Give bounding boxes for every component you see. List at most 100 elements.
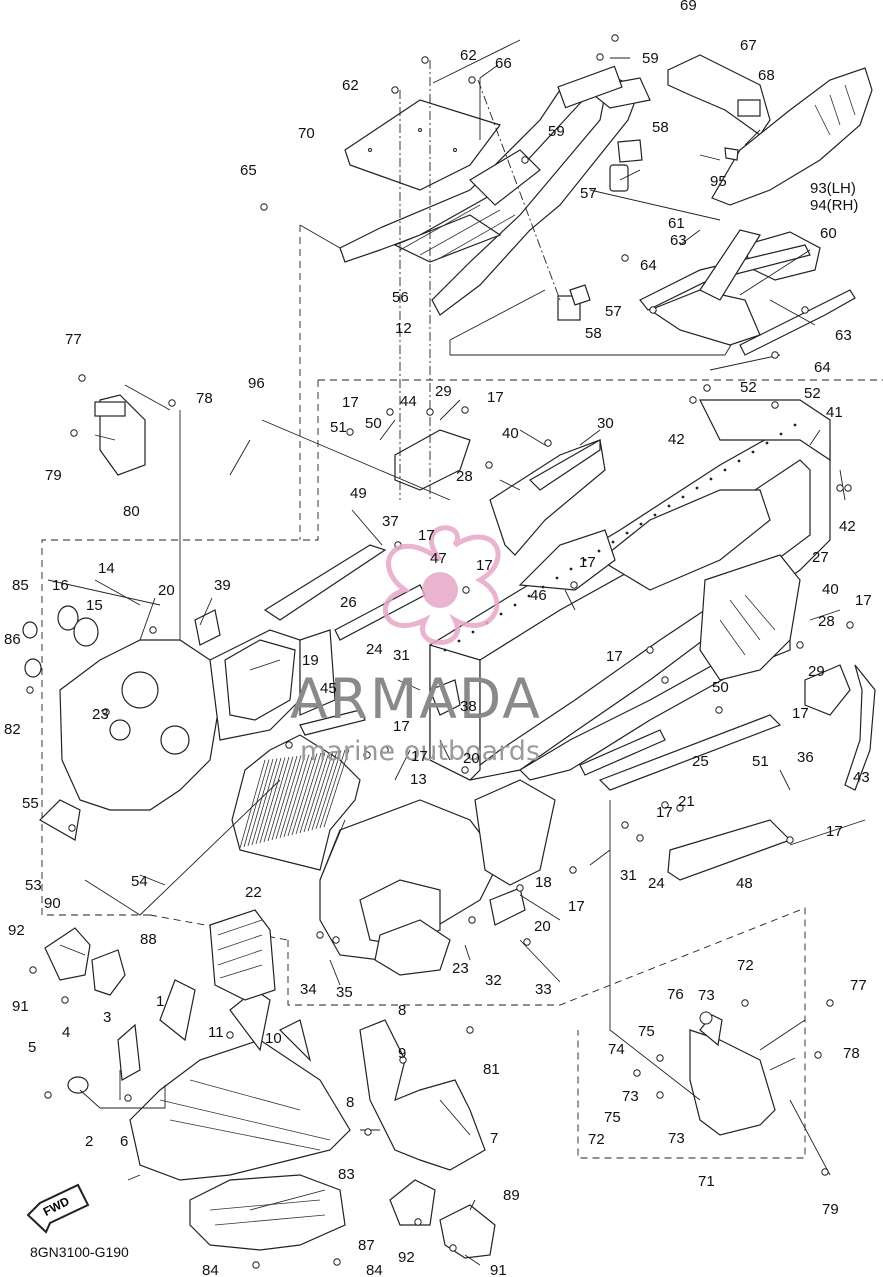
callout-74: 74 [608,1041,625,1058]
fastener-icon [414,1218,422,1226]
rivet [709,477,713,481]
callout-63: 63 [670,232,687,249]
leader-lines [47,57,866,1266]
fastener-icon [621,821,629,829]
fastener-icon [149,626,157,634]
fastener-icon [466,1026,474,1034]
callout-49: 49 [350,485,367,502]
callout-24: 24 [366,641,383,658]
callout-63: 63 [835,327,852,344]
fin-line [247,758,274,847]
fastener-icon [569,866,577,874]
fastener-icon [468,76,476,84]
callout-51: 51 [752,753,769,770]
callout-48: 48 [736,875,753,892]
fin-line [299,752,326,834]
callout-17: 17 [579,554,596,571]
fastener-icon [656,1091,664,1099]
callout-59: 59 [642,50,659,67]
fastener-icon [226,1031,234,1039]
callout-76: 76 [667,986,684,1003]
callout-17: 17 [792,705,809,722]
rivet [737,459,741,463]
callout-36: 36 [797,749,814,766]
callout-35: 35 [336,984,353,1001]
fastener-icon [826,999,834,1007]
fastener-icon [814,1051,822,1059]
callout-70: 70 [298,125,315,142]
rivet [611,540,615,544]
callout-58: 58 [585,325,602,342]
rivet [457,639,461,643]
fastener-icon [523,938,531,946]
fastener-icon [646,646,654,654]
misc-brackets [299,429,876,926]
callout-72: 72 [737,957,754,974]
callout-92: 92 [8,922,25,939]
callout-95: 95 [710,173,727,190]
callout-82: 82 [4,721,21,738]
callout-79: 79 [822,1201,839,1218]
callout-23: 23 [92,706,109,723]
callout-88: 88 [140,931,157,948]
fastener-icon [544,439,552,447]
fastener-icon [449,1244,457,1252]
callout-45: 45 [320,680,337,697]
callout-28: 28 [456,468,473,485]
callout-69: 69 [680,0,697,14]
fastener-icon [715,706,723,714]
callout-91: 91 [490,1262,507,1277]
callout-60: 60 [820,225,837,242]
callout-33: 33 [535,981,552,998]
callout-21: 21 [678,793,695,810]
fin-line [307,751,334,832]
fastener-icon [786,836,794,844]
callout-91: 91 [12,998,29,1015]
callout-30: 30 [597,415,614,432]
rivet [667,504,671,508]
callout-62: 62 [342,77,359,94]
callout-52: 52 [804,385,821,402]
callout-83: 83 [338,1166,355,1183]
fin-line [267,756,294,842]
callout-26: 26 [340,594,357,611]
fastener-icon [102,708,110,716]
callout-47: 47 [430,550,447,567]
fastener-icon [836,484,844,492]
rivet [555,576,559,580]
fin-line [303,751,330,833]
callout-64: 64 [814,359,831,376]
callout-15: 15 [86,597,103,614]
callout-39: 39 [214,577,231,594]
callout-64: 64 [640,257,657,274]
callout-14: 14 [98,560,115,577]
fin-line [251,758,278,846]
callout-78: 78 [843,1045,860,1062]
callout-29: 29 [808,663,825,680]
rivet [625,531,629,535]
fastener-icon [621,254,629,262]
callout-38: 38 [460,698,477,715]
rivet [639,522,643,526]
rivet [443,648,447,652]
fastener-icon [796,641,804,649]
callout-57: 57 [580,185,597,202]
callout-50: 50 [365,415,382,432]
rivet [583,558,587,562]
fin-line [239,759,266,849]
fastener-icon [346,428,354,436]
callout-20: 20 [534,918,551,935]
fastener-icon [363,751,371,759]
callout-79: 79 [45,467,62,484]
fin-line [259,757,286,844]
fastener-icon [168,399,176,407]
rivet [499,612,503,616]
callout-58: 58 [652,119,669,136]
heat-exchanger-22 [231,734,361,871]
fastener-icon [332,936,340,944]
callout-55: 55 [22,795,39,812]
callout-17: 17 [411,748,428,765]
fastener-icon [689,396,697,404]
panel-10 [209,909,276,1001]
